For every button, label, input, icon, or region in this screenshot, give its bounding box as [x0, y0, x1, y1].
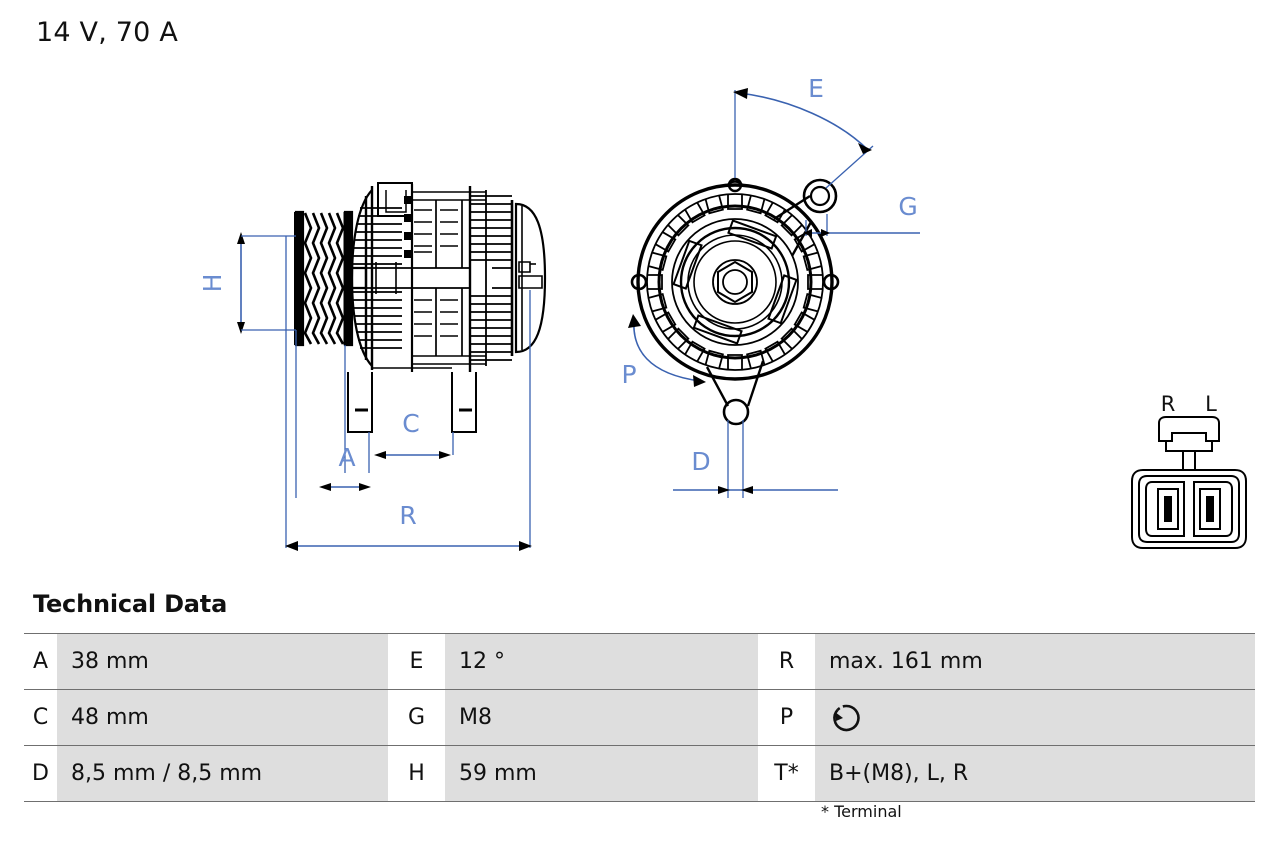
- row-key-d: D: [24, 746, 57, 801]
- row-key-g: G: [388, 690, 445, 745]
- row-key-h: H: [388, 746, 445, 801]
- table-row: D 8,5 mm / 8,5 mm H 59 mm T* B+(M8), L, …: [24, 745, 1255, 802]
- rotation-ccw-icon: [833, 704, 860, 731]
- dimension-p: P: [621, 314, 706, 389]
- connector-blade-l: [1206, 496, 1214, 522]
- dim-label-h: H: [198, 274, 227, 293]
- center-hex-nut: [717, 260, 753, 304]
- alternator-housing: [350, 182, 547, 372]
- row-value-t: B+(M8), L, R: [815, 746, 1255, 801]
- vent-louvers: [647, 194, 823, 370]
- inner-windows: [672, 219, 798, 345]
- row-value-a: 38 mm: [57, 634, 388, 689]
- table-row: A 38 mm E 12 ° R max. 161 mm: [24, 633, 1255, 689]
- pulley: [294, 210, 368, 347]
- dim-label-d: D: [691, 447, 710, 476]
- row-value-e: 12 °: [445, 634, 758, 689]
- row-key-a: A: [24, 634, 57, 689]
- row-value-c: 48 mm: [57, 690, 388, 745]
- connector-blade-r: [1164, 496, 1172, 522]
- mounting-feet: [347, 367, 477, 433]
- table-row: C 48 mm G M8 P: [24, 689, 1255, 745]
- row-key-c: C: [24, 690, 57, 745]
- row-value-d: 8,5 mm / 8,5 mm: [57, 746, 388, 801]
- alternator-front-view: E G P D: [621, 74, 920, 498]
- dimension-d: D: [673, 420, 838, 498]
- plug-connector: R L: [1131, 392, 1247, 549]
- row-key-t: T*: [758, 746, 815, 801]
- dim-label-c: C: [402, 409, 419, 438]
- dimension-e: E: [733, 74, 874, 189]
- dimension-c: C: [374, 409, 451, 459]
- dimension-h: H: [198, 232, 296, 334]
- technical-drawing-area: H C: [198, 74, 1247, 551]
- table-footnote: * Terminal: [821, 802, 902, 821]
- dim-label-g: G: [898, 192, 917, 221]
- dimension-a: A: [319, 443, 371, 491]
- row-key-p: P: [758, 690, 815, 745]
- row-key-r: R: [758, 634, 815, 689]
- row-value-h: 59 mm: [445, 746, 758, 801]
- row-value-p: [815, 690, 1255, 745]
- dim-label-e: E: [808, 74, 824, 103]
- connector-pin-label-l: L: [1205, 392, 1217, 416]
- extension-lines: [285, 236, 531, 548]
- mounting-lugs: [630, 177, 840, 426]
- dim-label-p: P: [621, 360, 636, 389]
- row-value-g: M8: [445, 690, 758, 745]
- dimension-g: G: [803, 192, 920, 237]
- dim-label-a: A: [338, 443, 355, 472]
- dimension-r: R: [285, 501, 532, 551]
- alternator-side-view: H C: [198, 182, 547, 551]
- page-title: 14 V, 70 A: [36, 17, 178, 48]
- technical-data-table: A 38 mm E 12 ° R max. 161 mm C 48 mm G M…: [24, 633, 1255, 802]
- row-value-r: max. 161 mm: [815, 634, 1255, 689]
- connector-pin-label-r: R: [1161, 392, 1176, 416]
- dim-label-r: R: [399, 501, 416, 530]
- technical-data-heading: Technical Data: [33, 590, 228, 618]
- row-key-e: E: [388, 634, 445, 689]
